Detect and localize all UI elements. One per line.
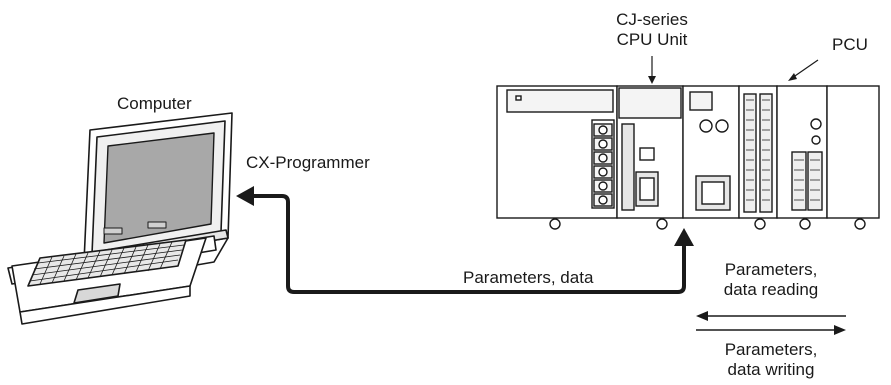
connection-arrow: [250, 194, 686, 294]
laptop-indicator-right: [147, 221, 167, 229]
writing-label: Parameters, data writing: [706, 340, 836, 380]
cpu-rotary-switch-1: [699, 119, 713, 133]
pcu-pointer-line: [791, 59, 819, 79]
reading-label-line-2: data reading: [723, 280, 819, 299]
pcu-connector-1a: [743, 93, 757, 213]
pcu-label: PCU: [832, 35, 868, 54]
power-led: [515, 95, 522, 101]
arrowhead-computer: [236, 186, 254, 206]
power-supply-label-strip: [506, 89, 614, 113]
reading-label-line-1: Parameters,: [724, 260, 818, 279]
cpu-top-cover: [618, 87, 682, 119]
software-label: CX-Programmer: [246, 153, 370, 172]
laptop-computer-illustration: [7, 112, 233, 325]
writing-label-line-2: data writing: [727, 360, 815, 379]
cpu-display-window: [689, 91, 713, 111]
reading-arrowhead: [696, 311, 708, 321]
laptop-indicator-left: [103, 227, 123, 235]
pcu-indicator-1: [810, 118, 822, 130]
writing-label-line-1: Parameters,: [724, 340, 818, 359]
laptop-key-grid: [29, 241, 185, 285]
cpu-unit-label-line-2: CPU Unit: [616, 30, 688, 49]
writing-arrowhead: [834, 325, 846, 335]
laptop-front-edge: [19, 285, 191, 325]
arrowhead-cpu: [674, 228, 694, 246]
pcu-pointer-head: [788, 73, 797, 81]
pcu-terminal-block-1: [791, 151, 807, 211]
computer-label: Computer: [117, 94, 192, 113]
cpu-memory-card-slot: [621, 123, 635, 211]
pcu-terminal-block-2: [807, 151, 823, 211]
laptop-trackpad: [73, 283, 121, 304]
pcu-connector-1b: [759, 93, 773, 213]
cpu-unit-label-line-1: CJ-series: [616, 10, 688, 29]
cpu-indicator-window: [639, 147, 655, 161]
pcu-indicator-2: [811, 135, 821, 145]
plc-rack-illustration: [496, 85, 880, 230]
reading-label: Parameters, data reading: [706, 260, 836, 300]
laptop-screen: [103, 132, 215, 244]
cpu-pointer-head: [648, 76, 656, 84]
cpu-rotary-switch-2: [715, 119, 729, 133]
laptop-keyboard: [27, 239, 187, 287]
terminal-screws: [598, 125, 608, 205]
end-cover: [826, 85, 880, 219]
plc-connector-ticks: [746, 99, 820, 201]
link-label: Parameters, data: [463, 268, 594, 287]
cpu-unit-label: CJ-series CPU Unit: [592, 10, 712, 50]
din-rail-feet: [549, 218, 866, 230]
